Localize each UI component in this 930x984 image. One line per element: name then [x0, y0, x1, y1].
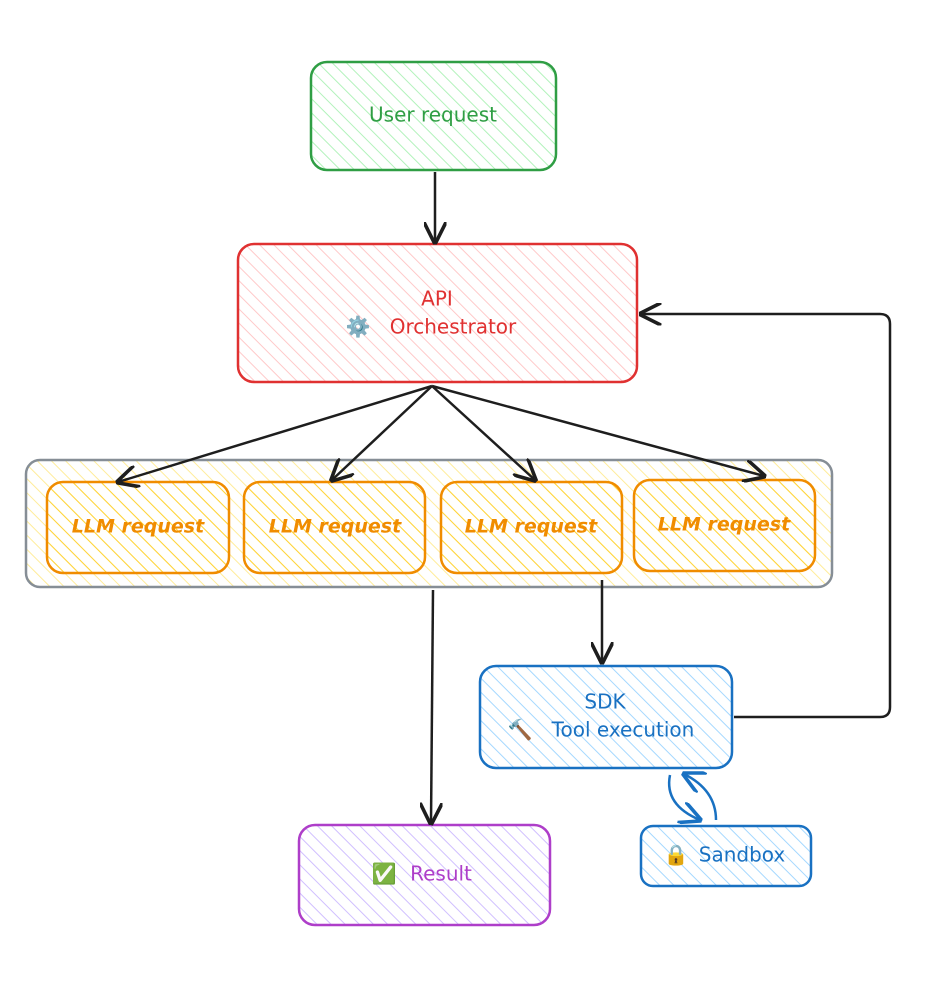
arrow-sdk-to-sandbox	[667, 774, 700, 820]
lock-icon: 🔒	[664, 843, 689, 867]
llm-request-node-4[interactable]: LLM request	[632, 478, 817, 573]
sdk-title: SDK	[584, 690, 626, 714]
sandbox-label: Sandbox	[699, 843, 786, 867]
result-label: Result	[410, 862, 472, 886]
sandbox-node[interactable]: 🔒 Sandbox	[639, 824, 813, 888]
check-icon: ✅	[372, 862, 397, 886]
sdk-label: Tool execution	[551, 718, 695, 742]
user-request-label: User request	[369, 103, 497, 127]
llm-request-label: LLM request	[658, 514, 791, 536]
arrow-llm-to-result	[431, 589, 433, 823]
gear-icon: ⚙️	[346, 315, 371, 339]
orchestrator-label: Orchestrator	[390, 315, 517, 339]
orchestrator-title: API	[421, 287, 453, 311]
hammer-icon: 🔨	[508, 718, 533, 742]
llm-request-node-2[interactable]: LLM request	[242, 480, 427, 575]
orchestrator-node[interactable]: API ⚙️ Orchestrator	[236, 242, 639, 384]
arrow-orchestrator-to-llm-1	[118, 384, 433, 482]
llm-request-node-1[interactable]: LLM request	[45, 480, 231, 575]
arrow-sdk-to-orchestrator	[641, 314, 892, 719]
llm-request-label: LLM request	[269, 516, 402, 538]
arrow-orchestrator-to-llm-3	[431, 385, 535, 480]
arrow-orchestrator-to-llm-2	[332, 385, 433, 480]
arrows	[118, 172, 892, 823]
sandbox-arrows	[667, 774, 718, 821]
arrow-sandbox-to-sdk	[684, 774, 718, 821]
sdk-node[interactable]: SDK 🔨 Tool execution	[478, 664, 734, 770]
result-node[interactable]: ✅ Result	[297, 823, 552, 927]
user-request-node[interactable]: User request	[309, 60, 558, 172]
llm-request-label: LLM request	[72, 516, 205, 538]
llm-request-label: LLM request	[465, 516, 598, 538]
llm-request-node-3[interactable]: LLM request	[439, 480, 624, 575]
arrow-orchestrator-to-llm-4	[431, 384, 764, 476]
